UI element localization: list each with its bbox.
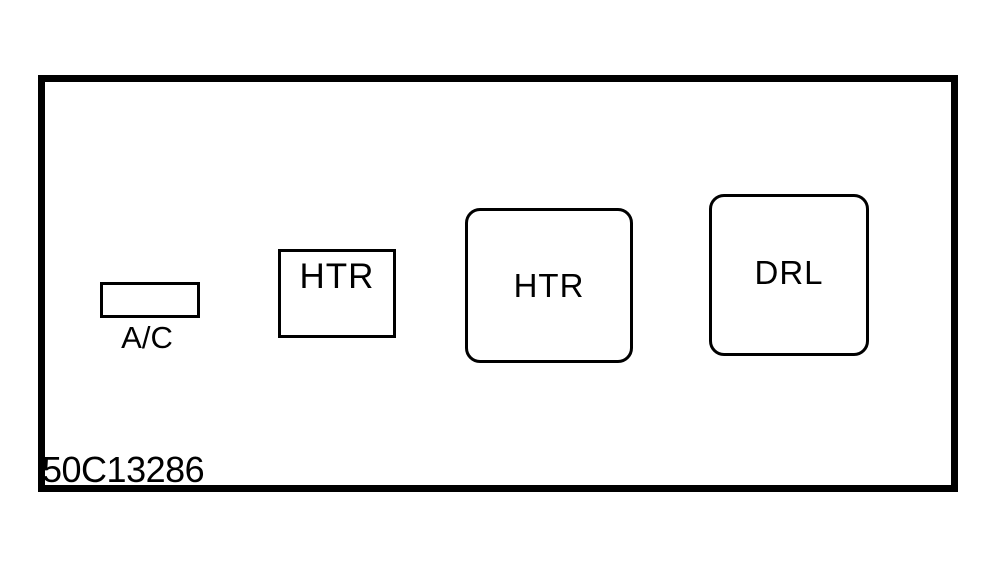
relay-drl-box: DRL [709,194,869,356]
fuse-ac-label: A/C [121,320,173,355]
relay-htr-small-label: HTR [299,257,375,296]
relay-htr-small-box: HTR [278,249,396,338]
figure-id: 50C13286 [42,449,205,490]
fuse-ac-box [100,282,200,318]
relay-htr-large-box: HTR [465,208,633,363]
relay-drl-label: DRL [754,254,824,291]
relay-htr-large-label: HTR [513,267,585,304]
